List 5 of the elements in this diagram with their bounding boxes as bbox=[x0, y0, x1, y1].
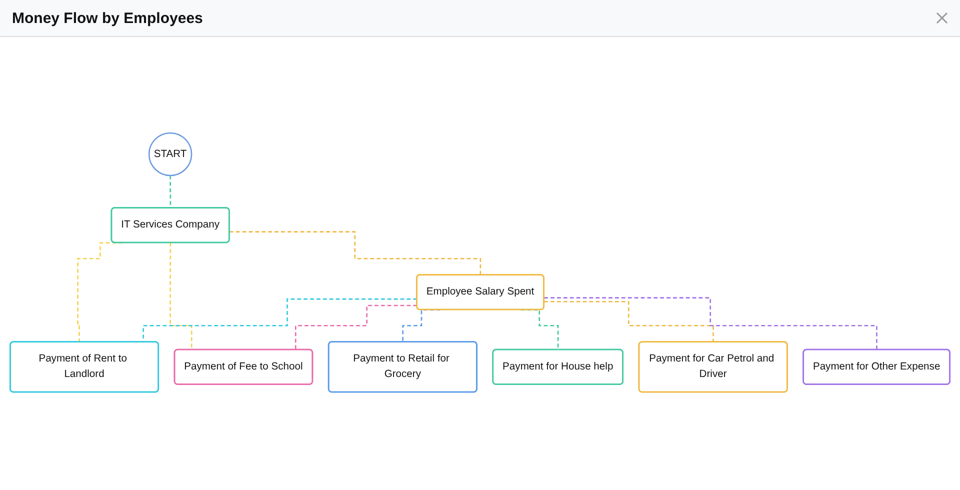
connector bbox=[544, 300, 714, 342]
connector bbox=[229, 230, 482, 276]
dialog-title: Money Flow by Employees bbox=[12, 10, 203, 26]
connector bbox=[544, 296, 878, 350]
node-circle: START bbox=[148, 132, 192, 176]
